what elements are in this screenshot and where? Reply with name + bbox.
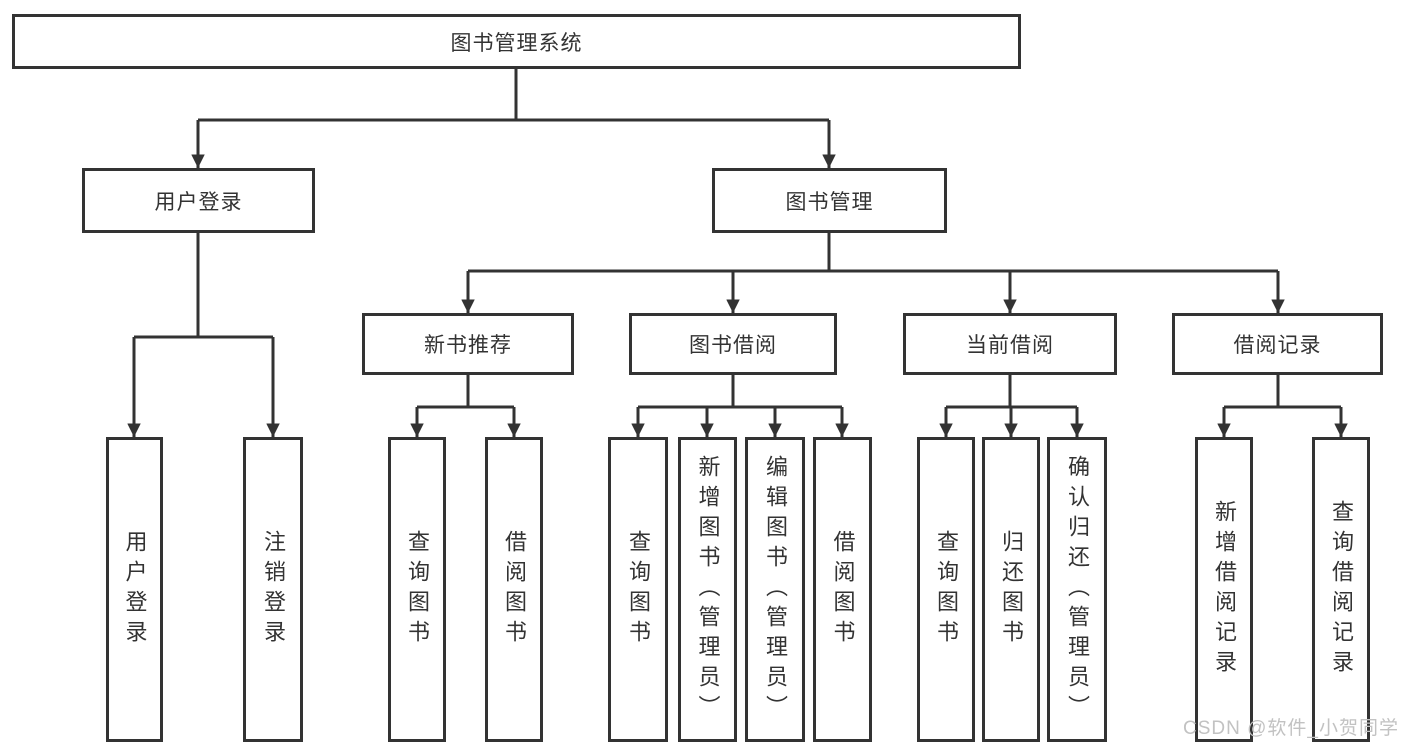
node-label: 归还图书 <box>999 529 1024 650</box>
node-label: 借阅图书 <box>830 529 856 650</box>
node-root: 图书管理系统 <box>12 14 1021 69</box>
node-label: 查询图书 <box>626 529 651 650</box>
node-label: 新书推荐 <box>424 334 512 357</box>
node-label: 编辑图书（管理员） <box>763 454 788 725</box>
node-return-book: 归还图书 <box>982 437 1040 742</box>
node-label: 查询图书 <box>405 529 430 650</box>
node-book-management: 图书管理 <box>712 168 947 233</box>
node-label: 新增图书（管理员） <box>695 454 721 725</box>
node-label: 借阅图书 <box>502 529 527 650</box>
node-label: 图书管理系统 <box>450 31 583 55</box>
node-confirm-return-admin: 确认归还（管理员） <box>1047 437 1107 742</box>
node-add-borrow-record: 新增借阅记录 <box>1195 437 1253 742</box>
node-query-book-current: 查询图书 <box>917 437 975 742</box>
node-label: 用户登录 <box>122 529 148 650</box>
node-current-borrow: 当前借阅 <box>903 313 1117 375</box>
node-label: 图书管理 <box>785 190 874 214</box>
node-leaf-user-login: 用户登录 <box>106 437 163 742</box>
node-label: 借阅记录 <box>1233 334 1322 357</box>
node-book-borrow: 图书借阅 <box>629 313 837 375</box>
node-label: 当前借阅 <box>966 334 1054 357</box>
csdn-watermark: CSDN @软件_小贺同学 <box>1183 718 1399 739</box>
node-leaf-logout: 注销登录 <box>243 437 303 742</box>
node-label: 图书借阅 <box>689 334 777 357</box>
node-borrow-book-recommend: 借阅图书 <box>485 437 543 742</box>
node-query-borrow-record: 查询借阅记录 <box>1312 437 1370 742</box>
node-new-book-recommend: 新书推荐 <box>362 313 574 375</box>
node-borrow-book: 借阅图书 <box>813 437 872 742</box>
node-borrow-record: 借阅记录 <box>1172 313 1383 375</box>
node-query-book-borrow: 查询图书 <box>608 437 668 742</box>
node-label: 确认归还（管理员） <box>1065 454 1090 725</box>
node-label: 查询图书 <box>934 529 959 650</box>
node-add-book-admin: 新增图书（管理员） <box>678 437 737 742</box>
node-query-book-recommend: 查询图书 <box>388 437 446 742</box>
node-edit-book-admin: 编辑图书（管理员） <box>745 437 805 742</box>
node-label: 查询借阅记录 <box>1329 499 1354 680</box>
node-label: 用户登录 <box>154 190 243 214</box>
node-user-login: 用户登录 <box>82 168 315 233</box>
node-label: 新增借阅记录 <box>1212 499 1237 680</box>
node-label: 注销登录 <box>261 529 286 650</box>
